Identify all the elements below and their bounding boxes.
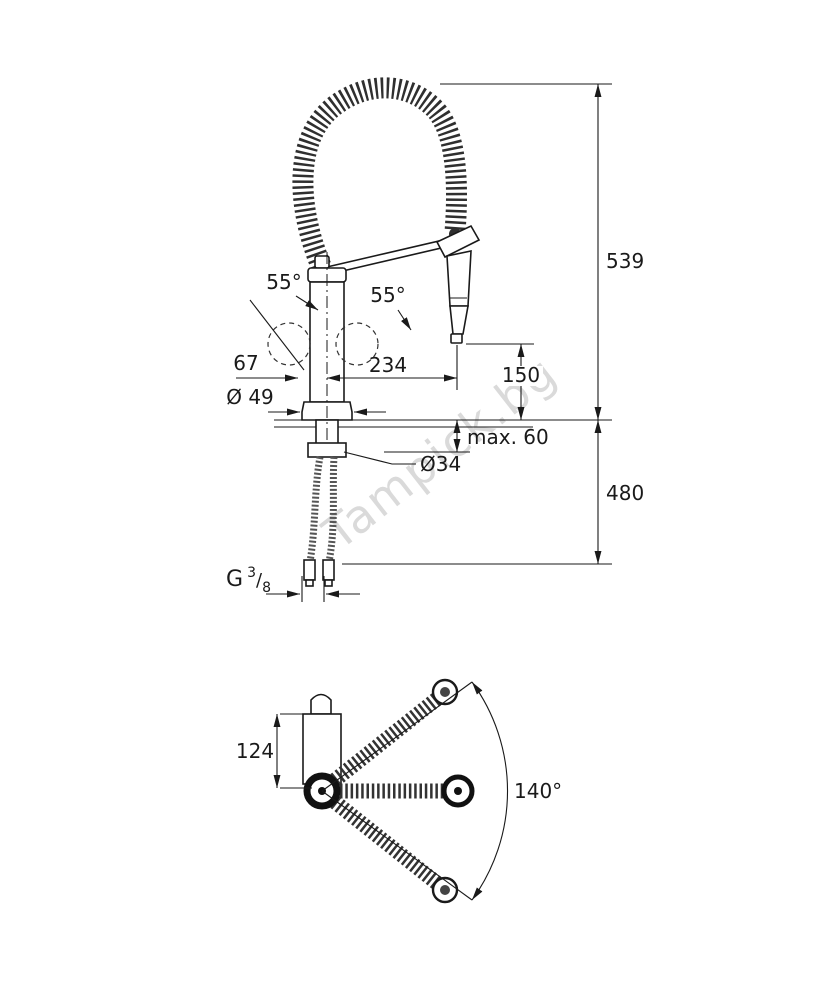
hose-tip-left (305, 579, 314, 587)
dim-234-label: 234 (369, 353, 407, 377)
faucet-top-view (302, 678, 475, 904)
thread-slash: / (256, 570, 263, 591)
spring-coil (292, 77, 467, 270)
top-view-dimensions: 124 140° (236, 681, 562, 901)
spray-head-upper-inner (440, 687, 450, 697)
dim-hole-label: Ø34 (420, 452, 461, 476)
dim-124-label-bg (236, 742, 274, 762)
thread-den: 8 (262, 580, 271, 596)
swivel-arc (471, 681, 508, 901)
ext-line-handle-diagonal (249, 299, 305, 371)
dim-150-label: 150 (502, 363, 540, 387)
handle-swing-arc-left (267, 322, 311, 366)
top-view-body (302, 713, 342, 785)
angle-spray-leader (397, 309, 412, 331)
dim-480-label: 480 (606, 481, 644, 505)
hose-tip-right (324, 579, 333, 587)
thread-g: G (226, 567, 243, 592)
dim-124-label: 124 (236, 739, 274, 763)
side-view-dimensions: 539 480 150 234 67 55° 55° Ø 49 max. 60 … (226, 83, 644, 602)
spray-head-taper (449, 305, 469, 335)
angle-handle-label: 55° (266, 270, 301, 294)
spray-nozzle-tip (450, 333, 463, 344)
dim-67-label: 67 (233, 351, 258, 375)
dim-539-label: 539 (606, 249, 644, 273)
angle-handle-leader (295, 295, 319, 311)
mounting-nut (307, 442, 347, 458)
handle-swing-arc-right (335, 322, 379, 366)
thread-num: 3 (247, 565, 256, 581)
angle-spray-label: 55° (370, 283, 405, 307)
spray-head-lower-inner (440, 885, 450, 895)
dim-max60-label: max. 60 (467, 425, 549, 449)
supply-hose-left (306, 456, 324, 563)
dim-base-diameter-label: Ø 49 (226, 385, 274, 409)
dim-150-label-bg (499, 366, 543, 386)
dim-hole-leader (343, 451, 416, 465)
spray-head-center-dot (454, 787, 462, 795)
swivel-boundary-lower (321, 790, 473, 901)
hose-connector-right (322, 559, 335, 581)
supply-hose-right (325, 456, 338, 563)
faucet-side-view (267, 77, 612, 587)
dim-140-label: 140° (514, 779, 562, 803)
swivel-boundary-upper (321, 681, 473, 792)
swivel-arm-lower (330, 796, 443, 890)
top-view-spout-tip (310, 693, 332, 715)
spray-holder (435, 224, 481, 259)
swivel-arm-upper (330, 692, 443, 786)
hose-connector-left (303, 559, 316, 581)
